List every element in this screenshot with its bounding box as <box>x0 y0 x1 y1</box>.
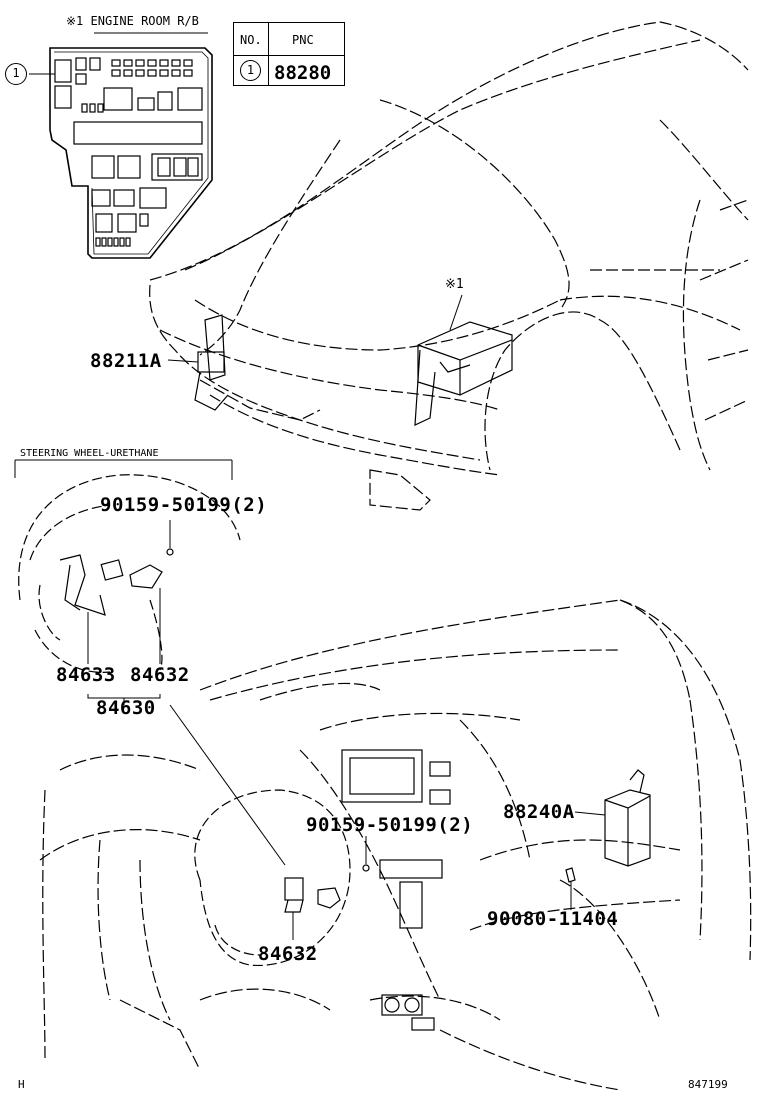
relay-block-on-vehicle <box>414 294 513 426</box>
steering-switch-main <box>284 836 370 940</box>
corner-mark-h: H <box>18 1078 25 1091</box>
callout-circle-1: 1 <box>5 63 27 85</box>
label-84633: 84633 <box>56 664 116 686</box>
pnc-row-value: 88280 <box>274 62 332 84</box>
engine-room-inset-title: ※1 ENGINE ROOM R/B <box>66 14 199 28</box>
part-88240A-module <box>565 769 651 910</box>
pnc-header-no: NO. <box>240 33 262 47</box>
figure-number: 847199 <box>688 1078 728 1091</box>
label-88211A: 88211A <box>90 350 162 372</box>
label-88240A: 88240A <box>503 801 575 823</box>
leader-84630 <box>169 704 286 866</box>
steering-inset-title: STEERING WHEEL-URETHANE <box>20 448 159 459</box>
part-88211A-sensor <box>167 314 229 411</box>
center-console-display <box>341 749 451 1031</box>
label-84632-top: 84632 <box>130 664 190 686</box>
pnc-row-no: 1 <box>240 60 261 81</box>
pnc-table-header-row <box>234 23 344 56</box>
steering-wheel-main <box>194 789 351 966</box>
label-90159-top: 90159-50199(2) <box>100 494 268 516</box>
engine-room-relay-block <box>49 47 213 259</box>
dashboard-outline <box>39 599 752 1091</box>
callout-star1: ※1 <box>445 277 464 292</box>
steering-switches-inset <box>59 520 174 705</box>
vehicle-front-outline <box>149 21 749 511</box>
label-84630: 84630 <box>96 697 156 719</box>
label-90080: 90080-11404 <box>487 908 619 930</box>
pnc-table: NO. PNC 1 88280 <box>233 22 345 86</box>
pnc-header-pnc: PNC <box>292 33 314 47</box>
steering-wheel-inset <box>18 474 241 673</box>
label-90159-mid: 90159-50199(2) <box>306 814 474 836</box>
label-84632-bottom: 84632 <box>258 943 318 965</box>
